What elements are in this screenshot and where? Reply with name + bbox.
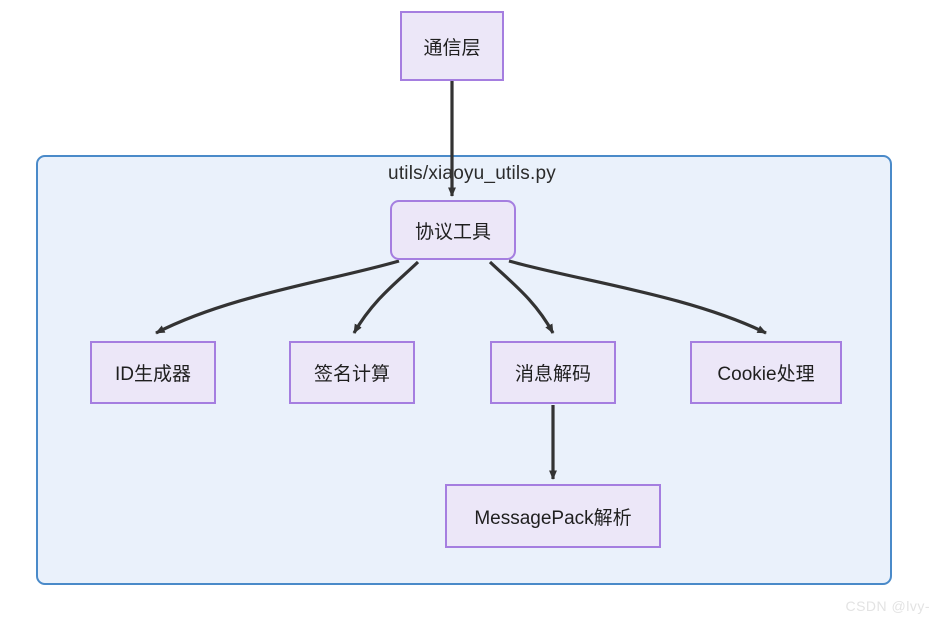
node-protocol-utils[interactable]: 协议工具 bbox=[390, 200, 516, 260]
node-signature-calculation[interactable]: 签名计算 bbox=[289, 341, 415, 404]
node-label: 协议工具 bbox=[414, 221, 491, 243]
node-label: ID生成器 bbox=[114, 364, 191, 385]
watermark-text: CSDN @lvy- bbox=[845, 598, 930, 614]
node-cookie-handling[interactable]: Cookie处理 bbox=[690, 341, 842, 404]
subgraph-label: utils/xiaoyu_utils.py bbox=[388, 163, 556, 184]
node-label: 签名计算 bbox=[313, 364, 390, 385]
node-communication-layer[interactable]: 通信层 bbox=[400, 11, 504, 81]
node-message-decoding[interactable]: 消息解码 bbox=[490, 341, 616, 404]
node-label: 通信层 bbox=[423, 37, 481, 59]
node-label: 消息解码 bbox=[514, 364, 591, 385]
node-id-generator[interactable]: ID生成器 bbox=[90, 341, 216, 404]
node-label: Cookie处理 bbox=[717, 364, 815, 385]
node-messagepack-parsing[interactable]: MessagePack解析 bbox=[445, 484, 661, 548]
node-label: MessagePack解析 bbox=[474, 507, 632, 529]
